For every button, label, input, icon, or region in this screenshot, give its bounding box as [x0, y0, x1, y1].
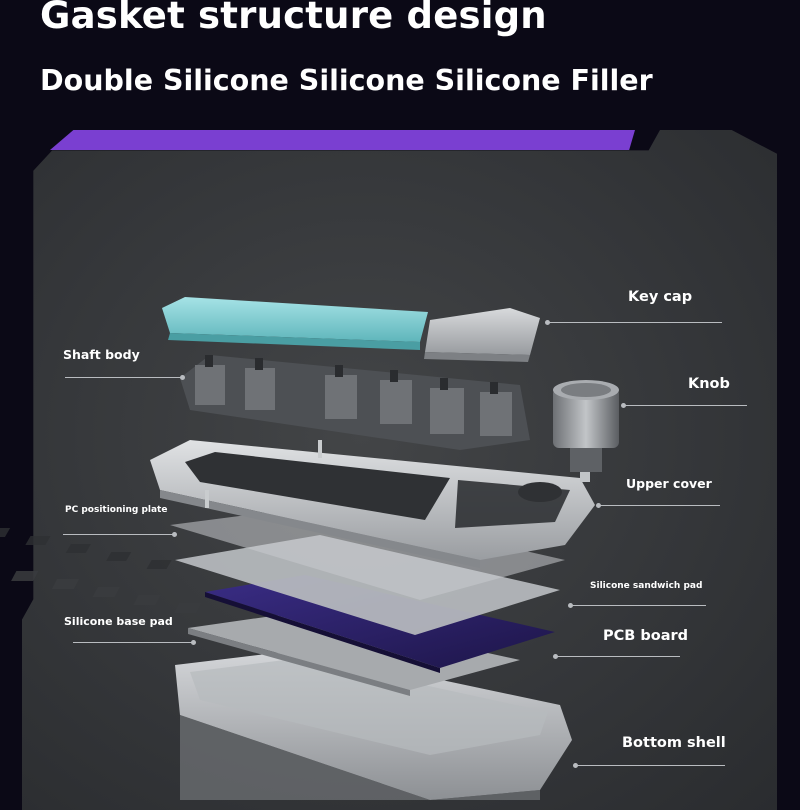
keycaps-part: [162, 297, 540, 362]
silicone-sandwich-pad-line: [568, 603, 706, 608]
page-subtitle: Double Silicone Silicone Silicone Filler: [40, 64, 653, 97]
shaft-body-line: [65, 375, 185, 380]
bottom-shell-part: [175, 650, 572, 800]
upper-cover-line: [596, 503, 720, 508]
knob-part: [553, 380, 619, 482]
key-cap-label: Key cap: [628, 289, 693, 305]
pcb-board-line: [553, 654, 680, 659]
bottom-shell-line: [573, 763, 725, 768]
key-cap-line: [545, 320, 722, 325]
bottom-shell-label: Bottom shell: [622, 735, 726, 751]
silicone-base-pad-label: Silicone base pad: [64, 615, 173, 628]
silicone-sandwich-pad-part: [11, 535, 560, 635]
knob-line: [621, 403, 747, 408]
shaft-body-label: Shaft body: [63, 347, 140, 362]
page-title: Gasket structure design: [40, 0, 547, 37]
pc-positioning-plate-part: [0, 505, 565, 600]
pcb-board-label: PCB board: [603, 628, 689, 644]
silicone-base-pad-line: [73, 640, 196, 645]
pc-positioning-plate-label: PC positioning plate: [65, 505, 168, 515]
accent-bar: [50, 130, 635, 150]
pc-positioning-plate-line: [63, 532, 177, 537]
upper-cover-part: [150, 440, 595, 568]
silicone-sandwich-pad-label: Silicone sandwich pad: [590, 581, 703, 591]
upper-cover-label: Upper cover: [626, 476, 712, 491]
switches-part: [180, 355, 530, 450]
knob-label: Knob: [688, 376, 730, 392]
